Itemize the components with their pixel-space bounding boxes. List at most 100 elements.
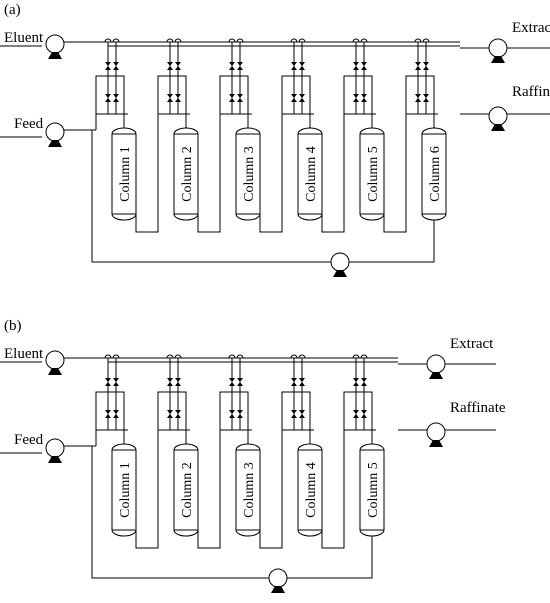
column-vessel-icon: Column 1 xyxy=(111,127,137,221)
column-vessel-icon: Column 5 xyxy=(359,443,385,537)
recycle-pipe xyxy=(91,446,269,579)
column-inlet-pipe xyxy=(281,75,311,130)
valve-bottom xyxy=(229,382,235,386)
valve-bottom xyxy=(361,98,367,102)
pump-base xyxy=(48,456,62,463)
extract-label: Extract xyxy=(512,20,550,36)
valve-bottom xyxy=(299,414,305,418)
valve-top xyxy=(229,378,235,382)
crossover-arc xyxy=(112,354,120,359)
pump-icon xyxy=(45,438,65,463)
pump-icon xyxy=(45,34,65,59)
feed-label: Feed xyxy=(14,116,44,132)
valve-bottom xyxy=(229,98,235,102)
valve-bottom xyxy=(291,414,297,418)
feed-label: Feed xyxy=(14,432,44,448)
pump-body xyxy=(45,438,65,458)
valve-top xyxy=(299,62,305,66)
valve-top xyxy=(167,378,173,382)
valve-icon xyxy=(175,410,181,418)
column-inlet-pipe xyxy=(157,75,187,130)
valve-icon xyxy=(361,94,367,102)
transfer-pipe xyxy=(321,446,345,549)
crossover-arc xyxy=(174,38,182,43)
pump-icon xyxy=(426,354,446,379)
pump-body xyxy=(426,354,446,374)
transfer-pipe xyxy=(197,130,221,233)
valve-bottom xyxy=(423,66,429,70)
valve-bottom xyxy=(237,66,243,70)
pump-icon xyxy=(330,252,350,277)
column-label: Column 3 xyxy=(242,462,257,518)
valve-icon xyxy=(237,94,243,102)
crossover-arc xyxy=(228,38,236,43)
transfer-pipe xyxy=(259,446,283,549)
valve-icon xyxy=(291,94,297,102)
valve-top xyxy=(237,94,243,98)
valve-top xyxy=(229,410,235,414)
valve-bottom xyxy=(167,66,173,70)
valve-bottom xyxy=(353,66,359,70)
column-vessel-icon: Column 3 xyxy=(235,443,261,537)
valve-bottom xyxy=(105,66,111,70)
valve-icon xyxy=(113,378,119,386)
crossover-arc xyxy=(228,354,236,359)
valve-icon xyxy=(229,410,235,418)
valve-bottom xyxy=(299,382,305,386)
valve-bottom xyxy=(175,66,181,70)
pump-base xyxy=(48,368,62,375)
column-body xyxy=(111,443,137,537)
column-label: Column 4 xyxy=(304,462,319,518)
valve-top xyxy=(415,62,421,66)
valve-top xyxy=(291,62,297,66)
valve-top xyxy=(175,94,181,98)
valve-top xyxy=(167,94,173,98)
valve-top xyxy=(175,378,181,382)
column-vessel-icon: Column 4 xyxy=(297,127,323,221)
transfer-pipe xyxy=(321,130,345,233)
valve-icon xyxy=(113,62,119,70)
pump-icon xyxy=(268,568,288,593)
valve-icon xyxy=(361,62,367,70)
valve-top xyxy=(167,410,173,414)
column-body xyxy=(235,127,261,221)
valve-top xyxy=(353,410,359,414)
column-body xyxy=(173,443,199,537)
valve-icon xyxy=(361,378,367,386)
valve-top xyxy=(291,94,297,98)
valve-bottom xyxy=(361,414,367,418)
column-body xyxy=(111,127,137,221)
pump-icon xyxy=(488,106,508,131)
valve-icon xyxy=(299,410,305,418)
valve-bottom xyxy=(291,66,297,70)
valve-bottom xyxy=(361,66,367,70)
valve-bottom xyxy=(113,66,119,70)
transfer-pipe xyxy=(135,446,159,549)
valve-bottom xyxy=(175,382,181,386)
valve-bottom xyxy=(167,414,173,418)
pump-body xyxy=(488,38,508,58)
crossover-arc xyxy=(104,38,112,43)
crossover-arc xyxy=(298,38,306,43)
valve-bottom xyxy=(105,414,111,418)
valve-bottom xyxy=(237,414,243,418)
valve-bottom xyxy=(353,414,359,418)
transfer-pipe xyxy=(259,130,283,233)
valve-top xyxy=(175,410,181,414)
column-inlet-pipe xyxy=(157,391,187,446)
pump-base xyxy=(333,270,347,277)
valve-icon xyxy=(175,62,181,70)
valve-icon xyxy=(353,410,359,418)
valve-top xyxy=(237,62,243,66)
valve-top xyxy=(415,94,421,98)
valve-icon xyxy=(105,94,111,102)
column-label: Column 6 xyxy=(428,146,443,202)
column-inlet-pipe xyxy=(343,391,373,446)
eluent-label: Eluent xyxy=(4,346,44,362)
crossover-arc xyxy=(104,354,112,359)
transfer-pipe xyxy=(197,446,221,549)
valve-icon xyxy=(175,94,181,102)
